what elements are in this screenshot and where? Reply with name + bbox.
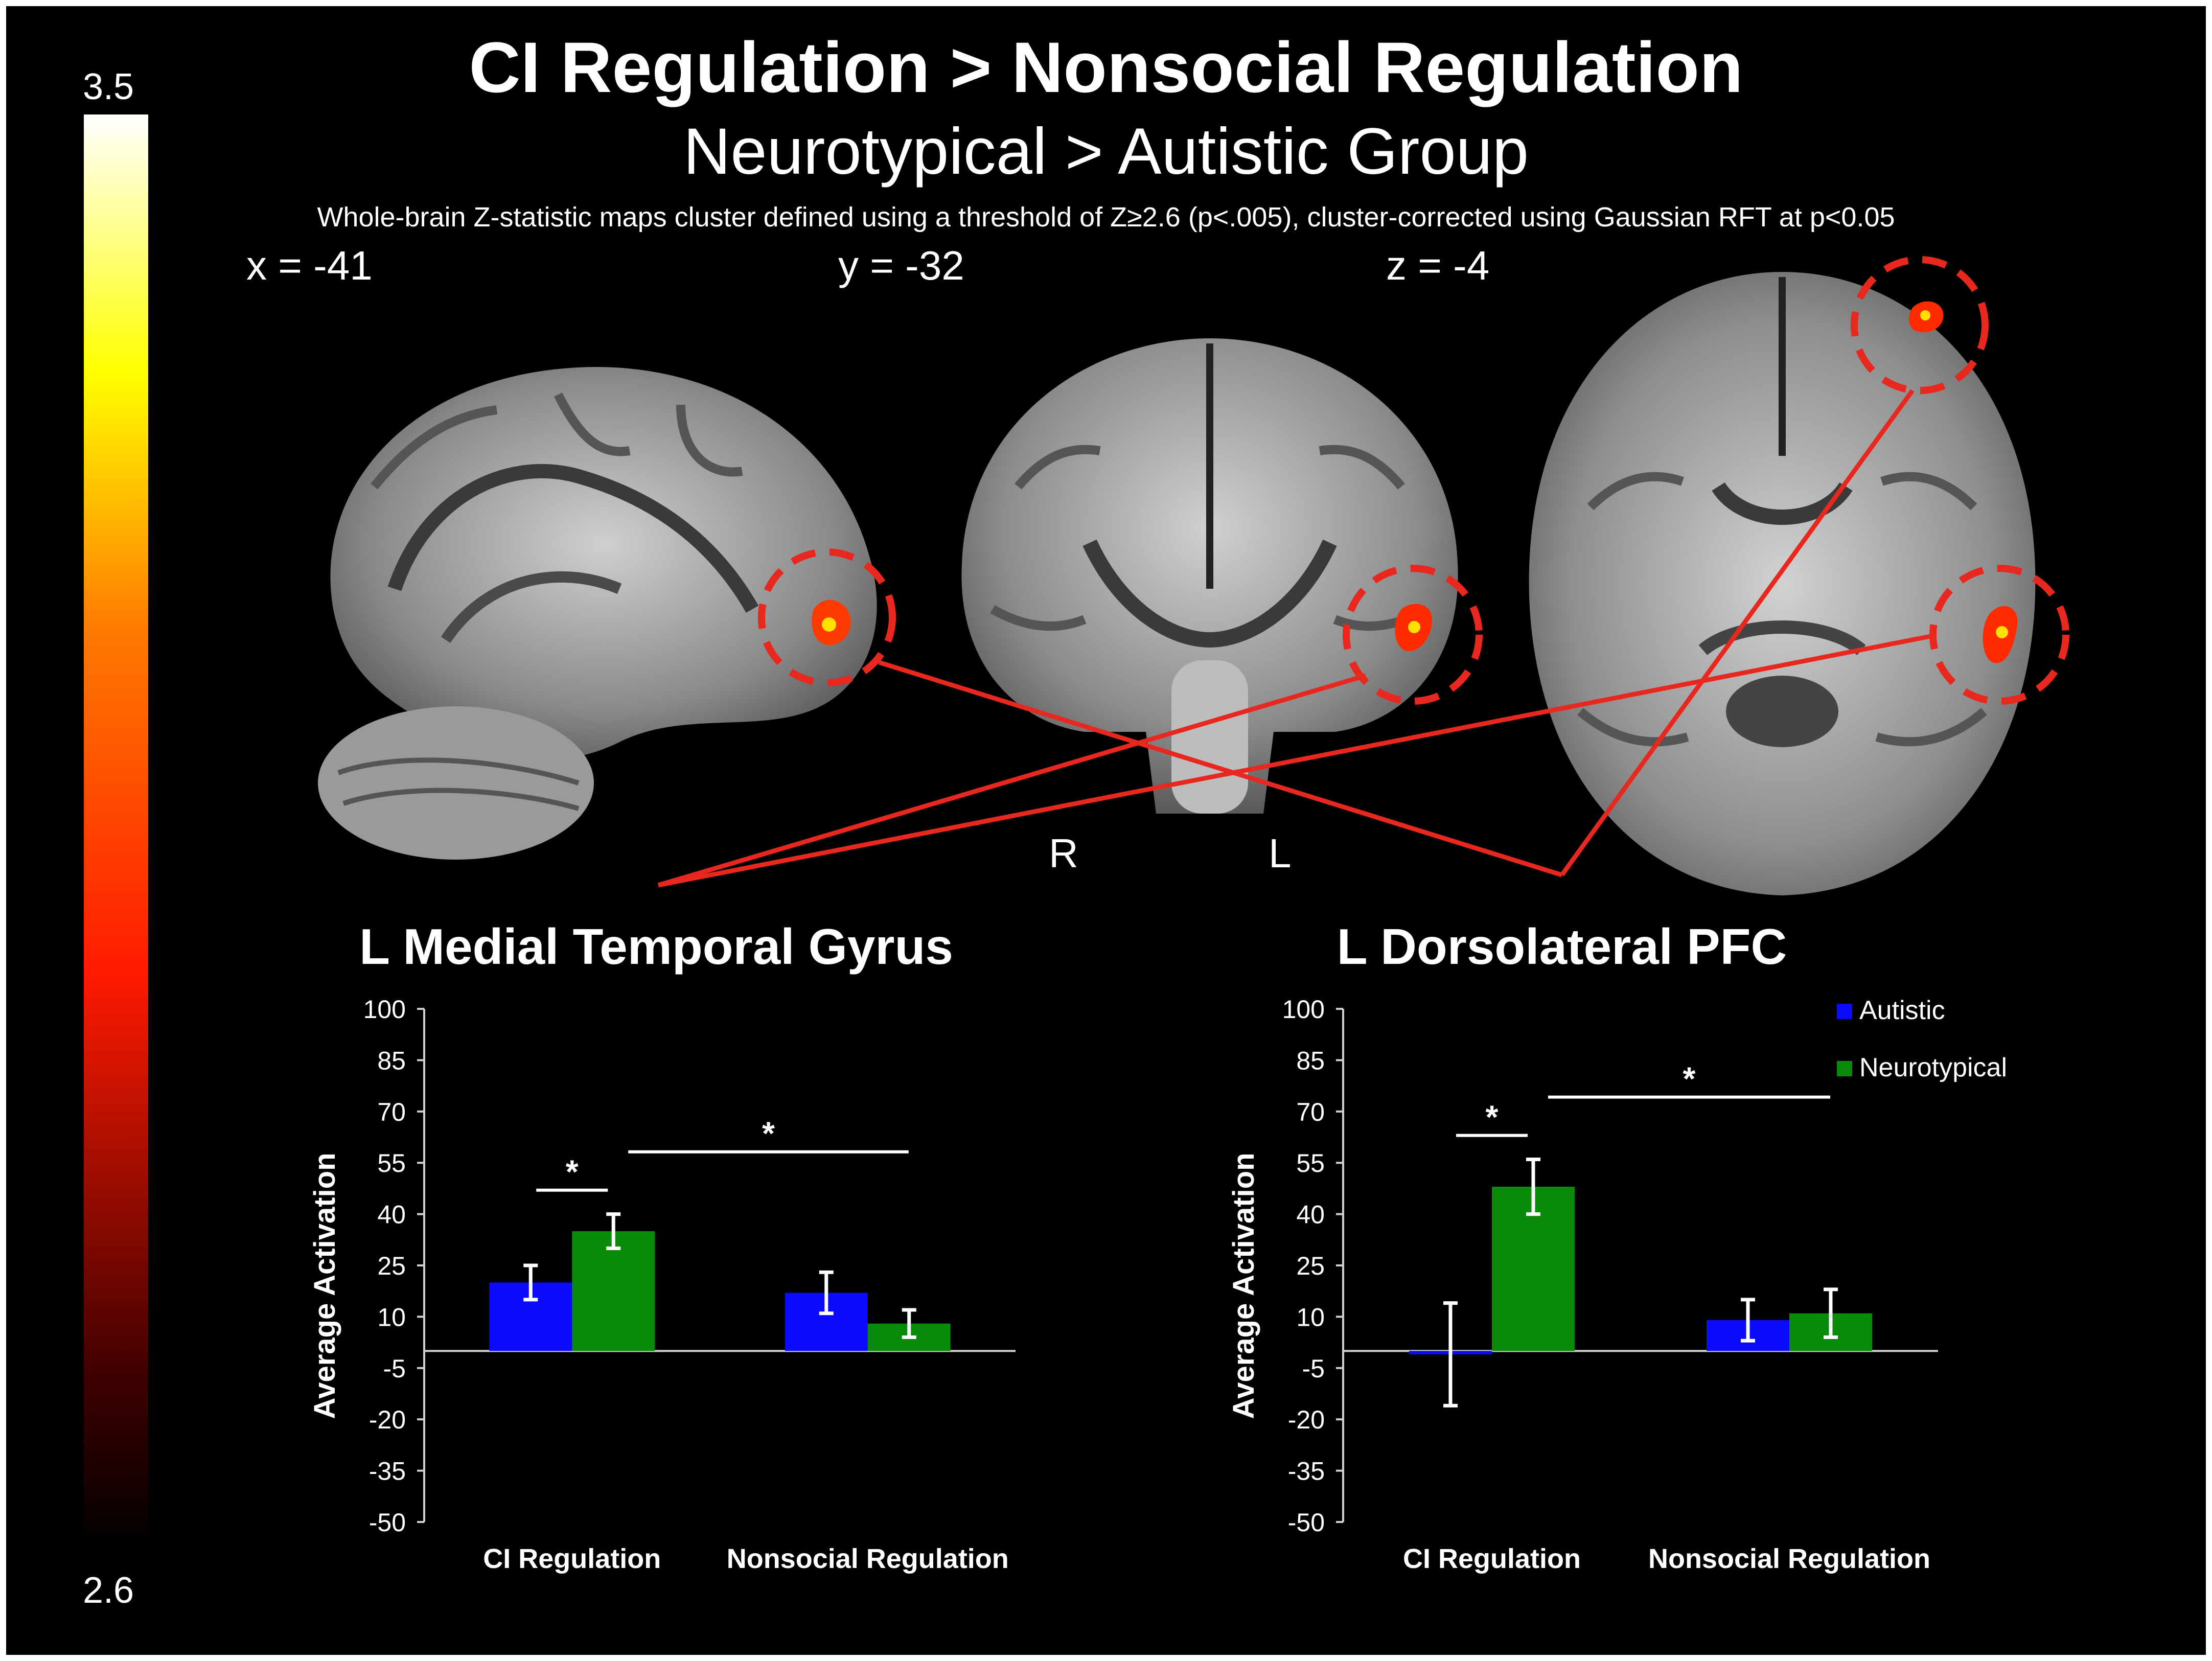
figure-caption: Whole-brain Z-statistic maps cluster def… <box>317 202 1895 233</box>
figure-panel: { "header": { "title": "CI Regulation > … <box>6 6 2206 1655</box>
mtg-axial-highlight-circle <box>1929 565 2069 705</box>
significance-star: * <box>1683 1060 1696 1097</box>
y-tick-label: 70 <box>1296 1098 1325 1126</box>
y-tick-label: -20 <box>369 1405 406 1434</box>
y-axis-label: Average Activation <box>308 1152 341 1419</box>
y-tick-label: 25 <box>377 1252 406 1280</box>
chart-1-medial-temporal-gyrus: 100 85 70 55 40 25 10 -5 -20 -35 -50 Average Activa… <box>308 995 1016 1574</box>
y-tick-label: 10 <box>377 1303 406 1331</box>
y-tick-label: 85 <box>1296 1046 1325 1075</box>
y-axis-label: Average Activation <box>1227 1152 1260 1419</box>
significance-star: * <box>762 1115 775 1152</box>
connector-line <box>657 673 1367 888</box>
figure-subtitle: Neurotypical > Autistic Group <box>683 115 1529 188</box>
category-label: Nonsocial Regulation <box>727 1543 1009 1574</box>
significance-star: * <box>566 1154 579 1190</box>
coronal-brain-slice <box>961 338 1458 814</box>
y-tick-label: 100 <box>363 995 406 1024</box>
y-tick-label: 100 <box>1282 995 1325 1024</box>
legend-swatch-neurotypical <box>1837 1061 1852 1076</box>
chart-2-dorsolateral-pfc: 100 85 70 55 40 25 10 -5 -20 -35 -50 Average Activa… <box>1227 995 2007 1574</box>
dlpfc-axial-highlight-circle <box>1851 256 1989 394</box>
y-tick-label: -35 <box>1288 1457 1325 1486</box>
y-tick-label: 70 <box>377 1098 406 1126</box>
y-tick-label: -50 <box>1288 1508 1325 1537</box>
y-tick-label: 10 <box>1296 1303 1325 1331</box>
significance-star: * <box>1486 1099 1499 1136</box>
colorbar <box>84 114 148 1545</box>
category-label: CI Regulation <box>1403 1543 1581 1574</box>
sagittal-brain-slice <box>318 366 877 860</box>
mtg-coronal-highlight-circle <box>1343 565 1483 705</box>
y-tick-label: -20 <box>1288 1405 1325 1434</box>
y-tick-label: 55 <box>1296 1149 1325 1178</box>
y-tick-label: 25 <box>1296 1252 1325 1280</box>
sagittal-coord-label: x = -41 <box>246 243 373 288</box>
chart-2-title-text: L Dorsolateral PFC <box>1337 918 1787 975</box>
legend-label-autistic: Autistic <box>1859 996 1945 1025</box>
y-tick-label: 40 <box>377 1201 406 1229</box>
legend-label-neurotypical: Neurotypical <box>1859 1053 2007 1082</box>
category-label: Nonsocial Regulation <box>1648 1543 1930 1574</box>
connector-line <box>658 633 1933 888</box>
y-tick-label: 55 <box>377 1149 406 1178</box>
axial-brain-slice <box>1529 272 2036 895</box>
y-tick-label: -5 <box>1302 1354 1325 1383</box>
bar-neurotypical-1 <box>572 1231 655 1351</box>
colorbar-min-label: 2.6 <box>83 1570 134 1611</box>
orientation-left-label: L <box>1269 830 1292 876</box>
figure-title: CI Regulation > Nonsocial Regulation <box>469 27 1743 107</box>
legend-swatch-autistic <box>1837 1004 1852 1019</box>
y-tick-label: 40 <box>1296 1201 1325 1229</box>
coronal-coord-label: y = -32 <box>838 243 964 288</box>
colorbar-max-label: 3.5 <box>83 66 134 107</box>
category-label: CI Regulation <box>483 1543 661 1574</box>
y-tick-label: 85 <box>377 1046 406 1075</box>
mtg-sagittal-highlight-circle <box>758 548 896 686</box>
y-tick-label: -5 <box>383 1354 406 1383</box>
connector-line <box>878 660 1563 878</box>
axial-coord-label: z = -4 <box>1386 243 1490 288</box>
y-tick-label: -50 <box>369 1508 406 1537</box>
orientation-right-label: R <box>1049 830 1078 876</box>
connector-line <box>1560 389 1915 876</box>
highlight-overlay <box>657 256 2069 888</box>
chart-1-title-text: L Medial Temporal Gyrus <box>359 918 953 975</box>
y-tick-label: -35 <box>369 1457 406 1486</box>
